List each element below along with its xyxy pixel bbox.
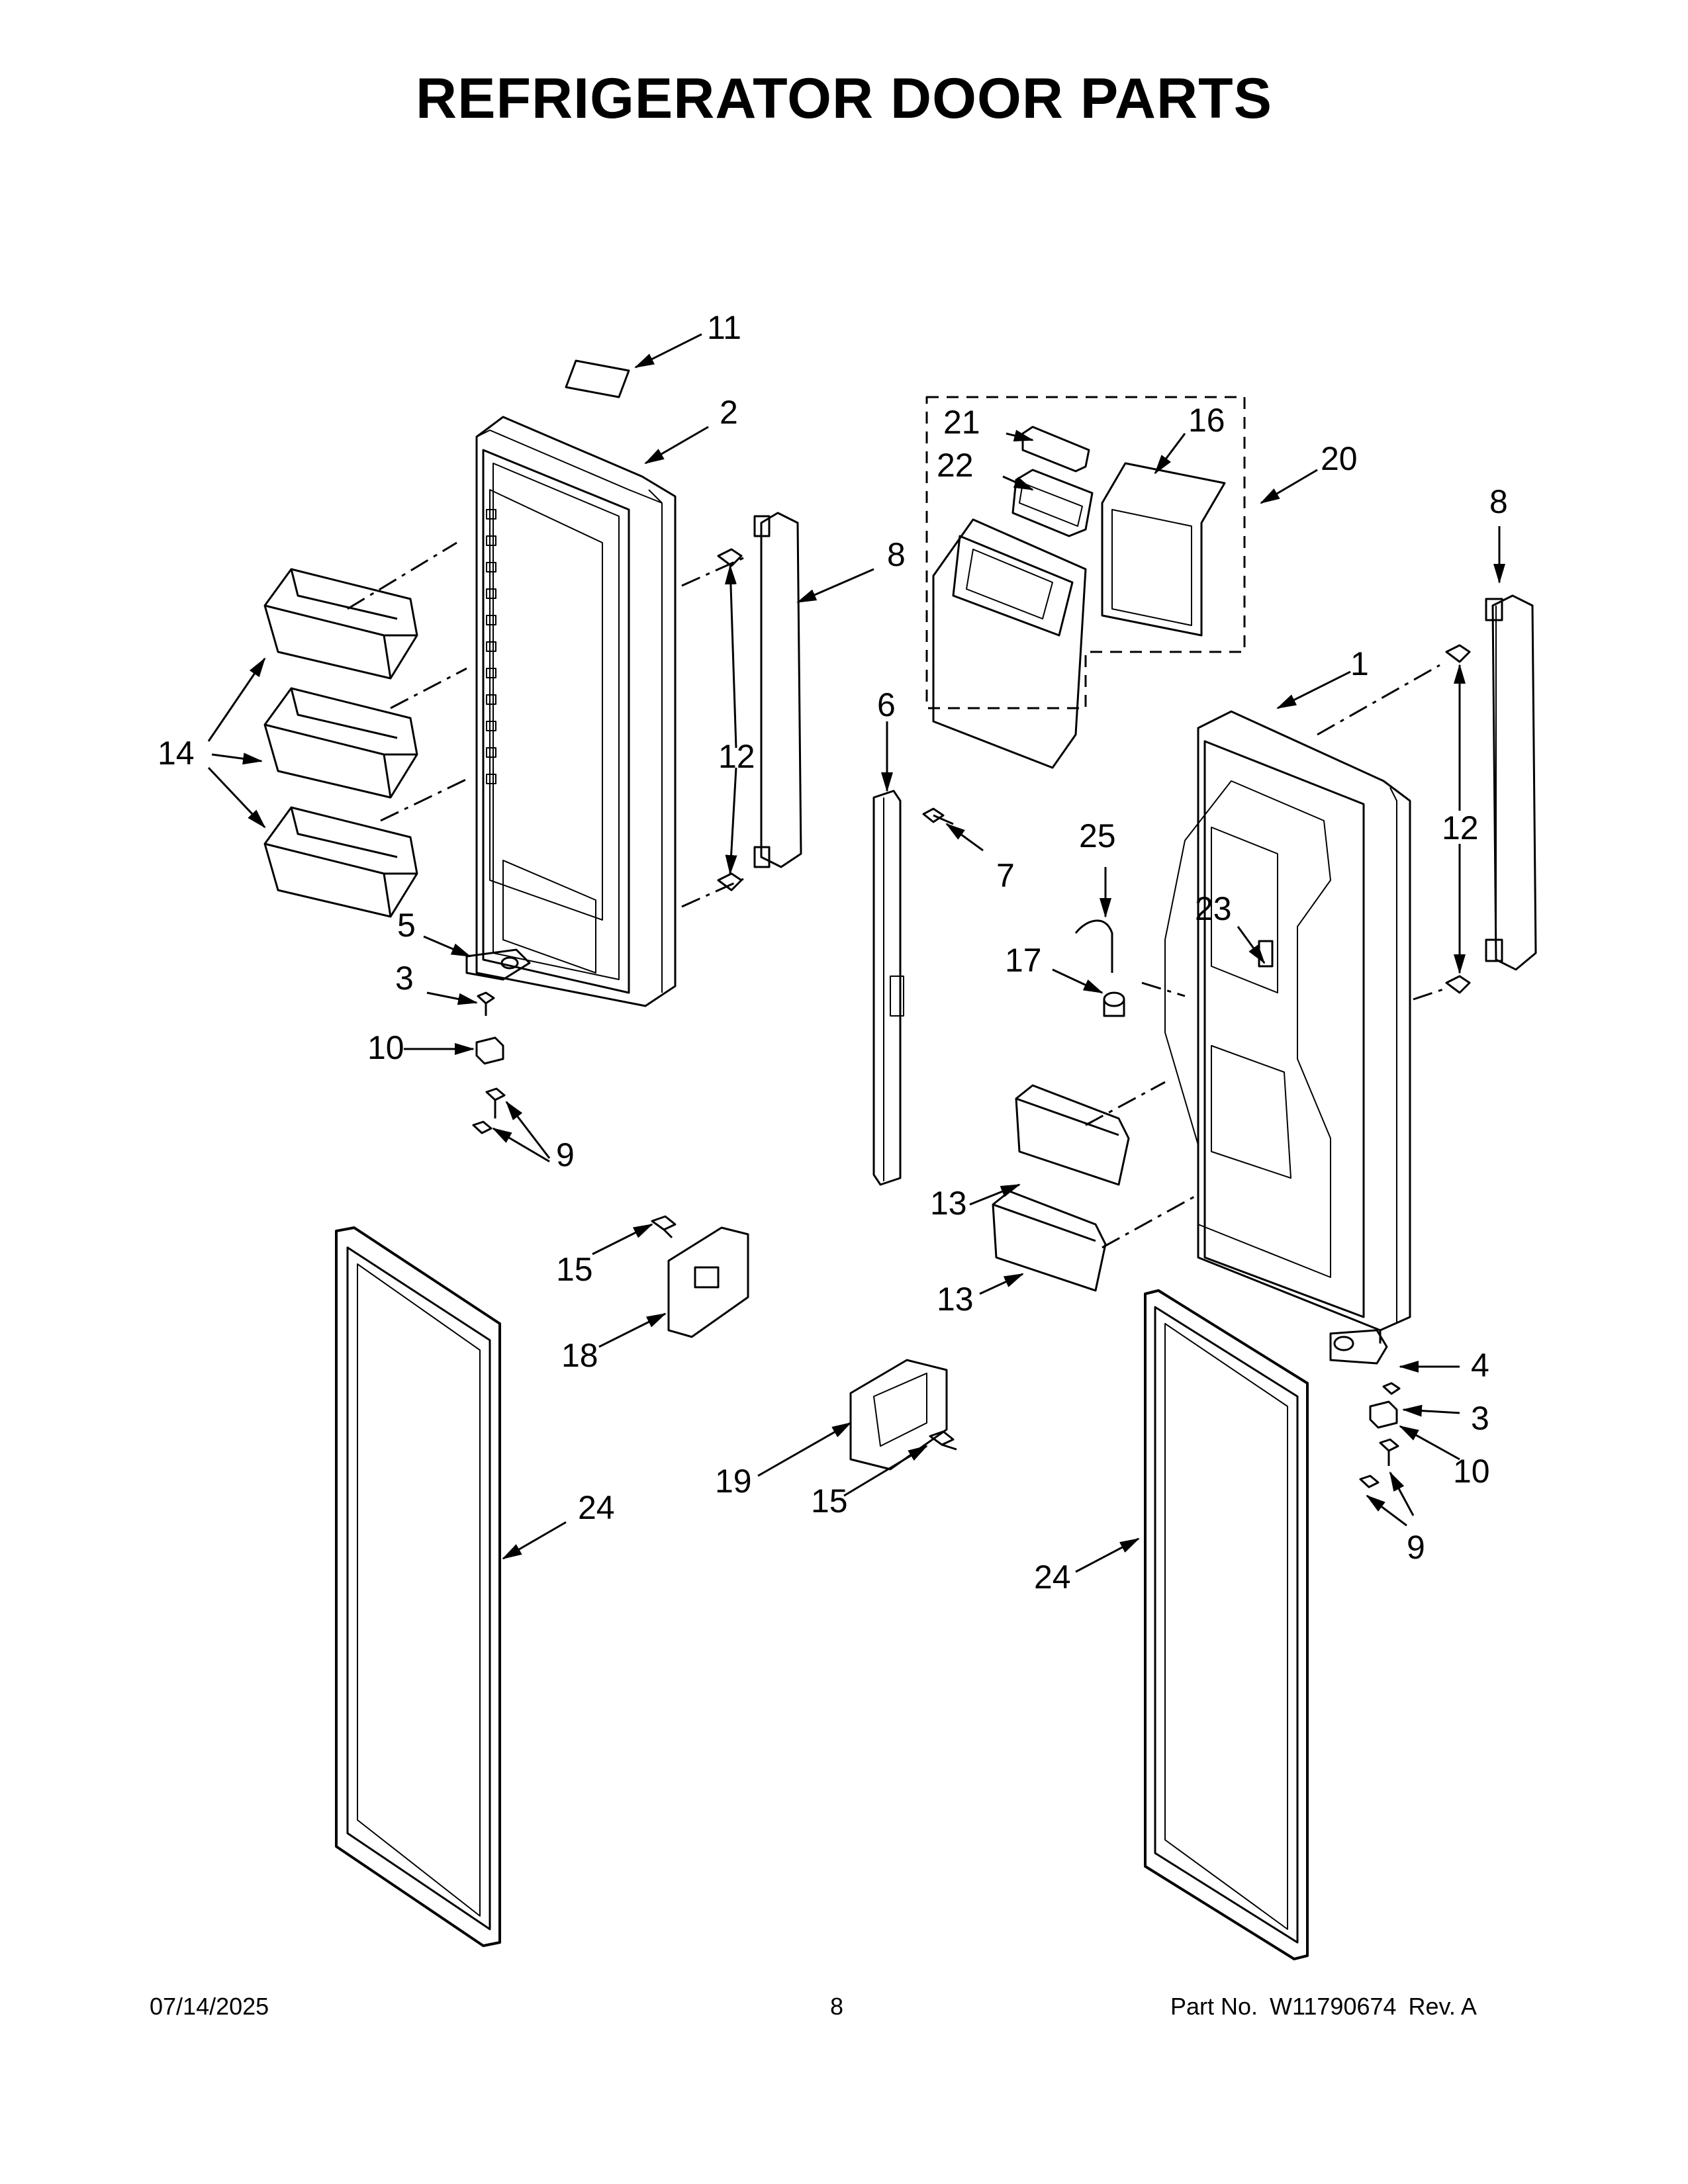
- filter-cover-part-16: [1101, 462, 1226, 637]
- center-rail: [872, 790, 904, 1186]
- footer-date: 07/14/2025: [150, 1993, 269, 2020]
- alignment-lines: [347, 541, 1444, 1343]
- tube-fitting-part-17: [1103, 991, 1125, 1017]
- spacer-part-10-right: [1369, 1400, 1398, 1429]
- dispenser-paddle-part-23: [1258, 940, 1274, 968]
- handle-screw-right-top: [1445, 644, 1471, 663]
- door-gasket-left: [335, 1226, 501, 1947]
- door-bin-left-2: [263, 687, 418, 799]
- callout-4: 4: [1471, 1347, 1489, 1384]
- screw-part-9-right-a: [1379, 1438, 1399, 1466]
- hinge-part-5: [465, 948, 531, 981]
- footer-revision: Rev. A: [1408, 1993, 1477, 2020]
- callout-15-bottom: 15: [811, 1482, 848, 1520]
- callout-12-left: 12: [718, 738, 755, 775]
- callout-8-right: 8: [1489, 483, 1508, 520]
- callout-10-left: 10: [367, 1029, 404, 1066]
- leader-arrows: [207, 333, 1505, 1573]
- handle-screw-right-bottom: [1445, 975, 1471, 994]
- callout-labels: 11 2 21 16 22 20 8 8 14 12 12 6 1 7 25 2…: [158, 309, 1508, 1596]
- callout-6: 6: [877, 686, 896, 723]
- callout-11: 11: [707, 309, 741, 346]
- left-door: [475, 416, 677, 1007]
- callout-22: 22: [937, 447, 974, 484]
- callout-3-right: 3: [1471, 1400, 1489, 1437]
- handle-right: [1485, 594, 1537, 971]
- footer-part-label: Part No.: [1170, 1993, 1258, 2020]
- assembly-box-part-20: [925, 396, 1246, 709]
- callout-19: 19: [715, 1463, 752, 1500]
- callout-9-left: 9: [556, 1136, 575, 1173]
- callout-25: 25: [1079, 817, 1116, 854]
- callout-20: 20: [1321, 440, 1358, 477]
- water-tube-part-25: [1074, 919, 1113, 973]
- rail-screw-part-7: [922, 807, 954, 825]
- label-plate-part-11: [565, 359, 630, 398]
- dispenser-housing: [932, 518, 1087, 769]
- callout-18: 18: [561, 1337, 598, 1374]
- footer-part-info: Part No. W11790674 Rev. A: [1170, 1993, 1489, 2021]
- control-board-part-19: [849, 1359, 948, 1471]
- callout-10-right: 10: [1453, 1453, 1490, 1490]
- page-title: REFRIGERATOR DOOR PARTS: [416, 67, 1272, 130]
- hinge-screw-part-3-right: [1382, 1382, 1401, 1395]
- callout-13-top: 13: [930, 1185, 967, 1222]
- callout-1: 1: [1350, 645, 1369, 682]
- callout-21: 21: [943, 404, 980, 441]
- door-bin-left-3: [263, 806, 418, 918]
- door-bin-left-1: [263, 568, 418, 680]
- callout-24-left: 24: [578, 1489, 615, 1526]
- dispenser-bezel-part-18: [667, 1226, 749, 1338]
- footer-page-number: 8: [830, 1993, 844, 2020]
- hinge-screw-part-3-left: [477, 991, 495, 1016]
- door-gasket-right: [1144, 1289, 1309, 1960]
- screw-part-9-left-b: [472, 1120, 492, 1134]
- handle-screw-left-top: [717, 548, 743, 567]
- callout-2: 2: [720, 394, 738, 431]
- hinge-part-4: [1329, 1329, 1388, 1365]
- door-bin-right-1: [1015, 1084, 1130, 1186]
- screw-part-15-bottom: [929, 1430, 957, 1451]
- callout-17: 17: [1005, 942, 1042, 979]
- screw-part-9-right-b: [1359, 1475, 1380, 1488]
- callout-9-right: 9: [1407, 1529, 1425, 1566]
- handle-left: [753, 512, 802, 868]
- callout-8-left: 8: [887, 536, 906, 573]
- screw-part-9-left-a: [485, 1087, 506, 1118]
- callout-24-right: 24: [1034, 1559, 1071, 1596]
- callout-13-bottom: 13: [937, 1281, 974, 1318]
- footer-part-number: W11790674: [1270, 1993, 1397, 2020]
- spacer-part-10-left: [475, 1036, 504, 1065]
- callout-12-right: 12: [1442, 809, 1479, 846]
- callout-16: 16: [1188, 402, 1225, 439]
- callout-3-left: 3: [395, 960, 414, 997]
- callout-14: 14: [158, 735, 195, 772]
- callout-23: 23: [1195, 890, 1232, 927]
- screw-part-15-top: [651, 1215, 677, 1239]
- right-door: [1164, 710, 1411, 1332]
- door-bin-right-2: [992, 1190, 1107, 1292]
- callout-15-top: 15: [556, 1251, 593, 1288]
- filter-seal-part-21: [1021, 426, 1090, 473]
- filter-frame-part-22: [1011, 469, 1094, 537]
- callout-7: 7: [996, 857, 1015, 894]
- callout-5: 5: [397, 907, 416, 944]
